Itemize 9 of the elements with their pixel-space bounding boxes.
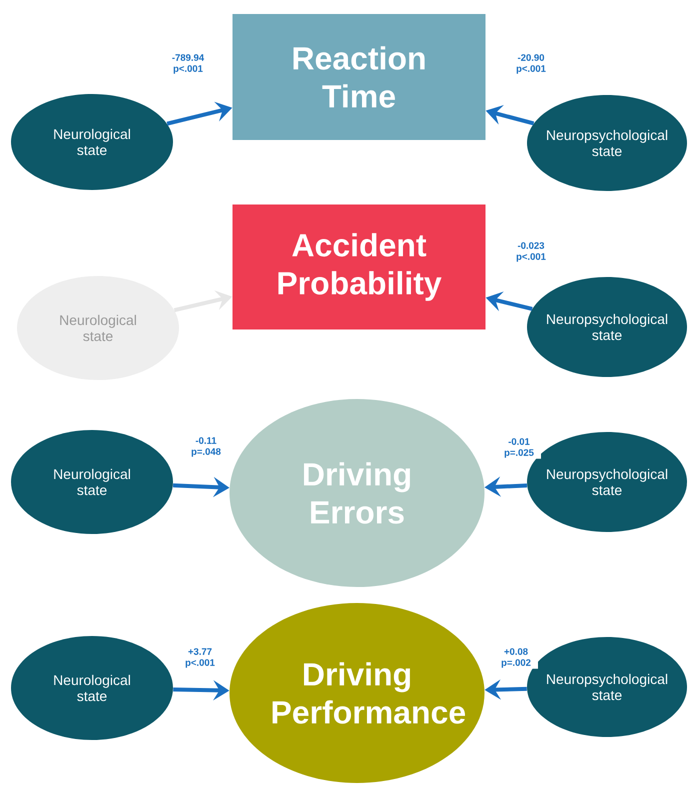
edge-label: -20.90 p<.001 (509, 53, 553, 75)
edge-label: +3.77 p<.001 (178, 647, 222, 669)
edge-label: +0.08 p=.002 (494, 647, 538, 669)
outcome-box: Reaction Time (232, 14, 486, 140)
edge-label: -0.023 p<.001 (509, 241, 553, 263)
edge-label: -789.94 p<.001 (166, 53, 210, 75)
outcome-box: Accident Probability (232, 204, 486, 330)
edge-label: -0.01 p=.025 (497, 437, 541, 459)
edge-label: -0.11 p=.048 (184, 436, 228, 458)
